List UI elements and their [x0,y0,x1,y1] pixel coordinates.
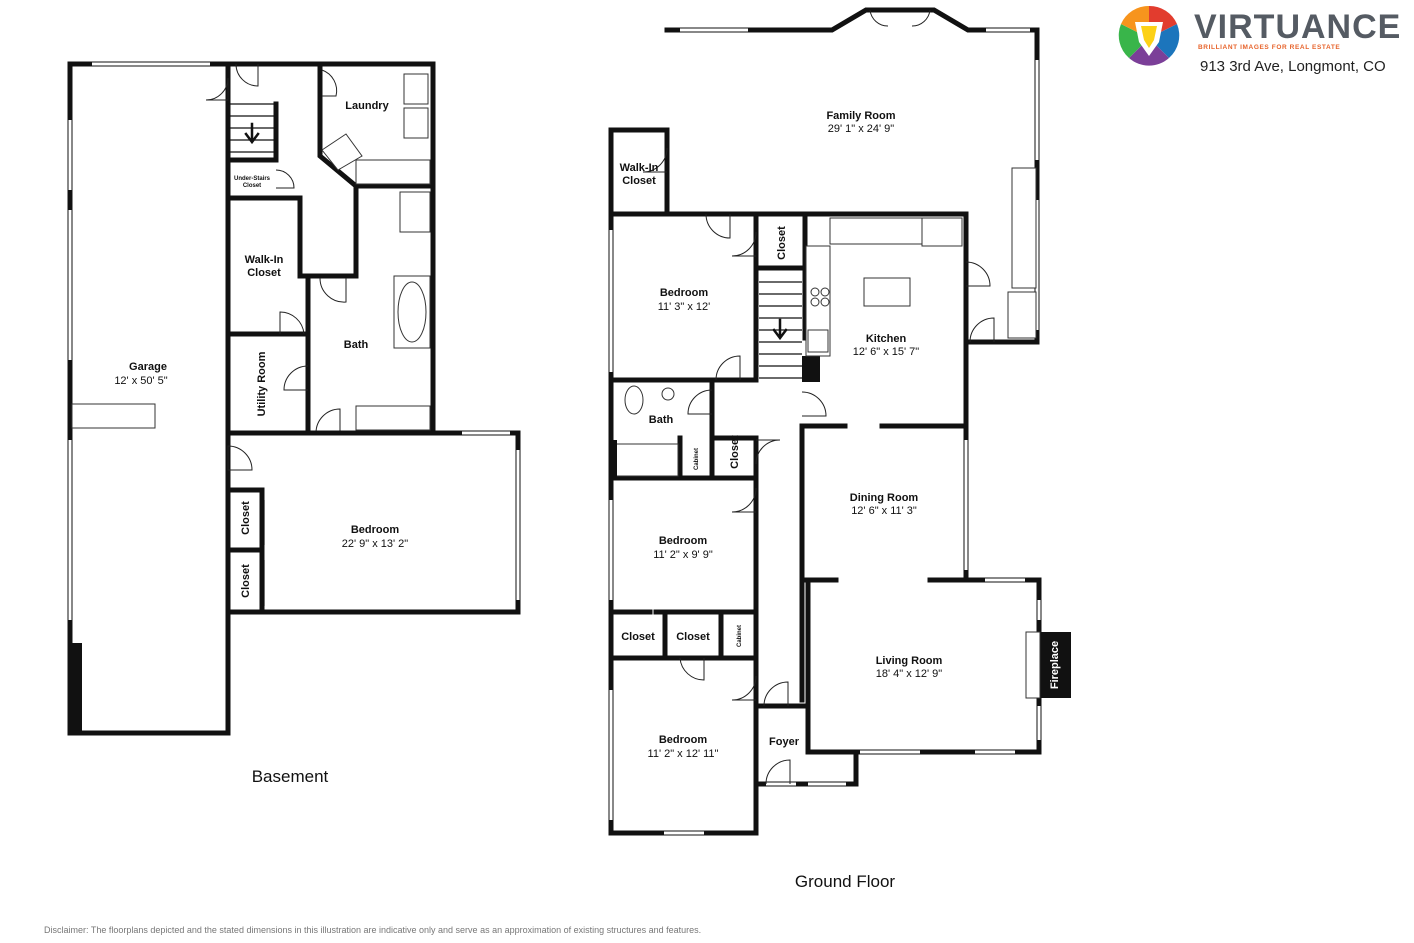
brand-name: VIRTUANCE [1194,8,1402,46]
ground-floor-plan [608,7,1071,836]
bedroom-g2-dim: 11' 2" x 9' 9" [653,549,713,561]
closet-b2-label: Closet [240,564,252,598]
cabinet-g1-label: Cabinet [694,448,700,470]
bath-g-label: Bath [649,414,674,426]
dining-room-label: Dining Room [850,492,919,504]
bedroom-g3-dim: 11' 2" x 12' 11" [648,748,719,760]
closet-g2-label: Closet [729,435,741,469]
cabinet-g2-label: Cabinet [737,625,743,647]
kitchen-label: Kitchen [866,333,907,345]
closet-b1-label: Closet [240,501,252,535]
walkin-closet-b-label: Walk-In [245,254,284,266]
fireplace-label: Fireplace [1049,641,1061,689]
disclaimer-text: Disclaimer: The floorplans depicted and … [44,925,702,935]
virtuance-logo [1118,5,1180,66]
bedroom-g1-dim: 11' 3" x 12' [658,301,711,313]
walkin-closet-g-label-2: Closet [622,175,656,187]
foyer-label: Foyer [769,736,800,748]
under-stairs-label: Under-Stairs [234,176,271,182]
brand-tagline: BRILLIANT IMAGES FOR REAL ESTATE [1198,44,1341,51]
closet-g3-label: Closet [621,631,655,643]
walkin-closet-b-label-2: Closet [247,267,281,279]
basement-plan [67,61,521,736]
closet-g4-label: Closet [676,631,710,643]
dining-room-dim: 12' 6" x 11' 3" [851,505,917,517]
garage-dim: 12' x 50' 5" [114,375,167,387]
living-room-label: Living Room [876,655,943,667]
bedroom-g3-label: Bedroom [659,734,708,746]
bath-b-label: Bath [344,339,369,351]
bedroom-g1-label: Bedroom [660,287,709,299]
ground-floor-label: Ground Floor [795,872,895,891]
family-room-dim: 29' 1" x 24' 9" [828,123,895,135]
kitchen-dim: 12' 6" x 15' 7" [853,346,920,358]
laundry-label: Laundry [345,100,389,112]
closet-g1-label: Closet [776,226,788,260]
bedroom-b-label: Bedroom [351,524,400,536]
bedroom-g2-label: Bedroom [659,535,708,547]
living-room-dim: 18' 4" x 12' 9" [876,668,943,680]
walkin-closet-g-label: Walk-In [620,162,659,174]
bedroom-b-dim: 22' 9" x 13' 2" [342,538,409,550]
garage-label: Garage [129,361,167,373]
utility-room-label: Utility Room [256,351,268,416]
property-address: 913 3rd Ave, Longmont, CO [1200,58,1386,75]
basement-floor-label: Basement [252,767,329,786]
under-stairs-label-2: Closet [243,183,261,189]
family-room-label: Family Room [826,110,895,122]
